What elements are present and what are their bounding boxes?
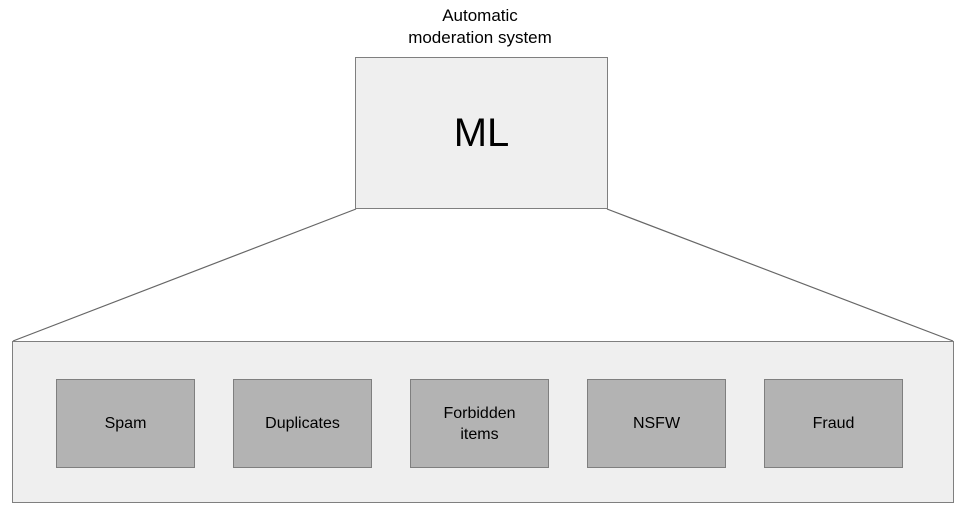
- diagram-title: Automatic moderation system: [408, 6, 552, 47]
- ml-node-label: ML: [453, 111, 510, 155]
- category-label: NSFW: [632, 415, 681, 432]
- category-box-fraud[interactable]: Fraud: [764, 379, 903, 468]
- category-container: Spam Duplicates Forbidden items NSFW Fra…: [12, 341, 954, 503]
- connector-left-line: [12, 208, 357, 342]
- category-box-duplicates[interactable]: Duplicates: [233, 379, 372, 468]
- category-label: Fraud: [812, 415, 855, 432]
- category-label: Forbidden items: [443, 404, 516, 443]
- category-box-spam[interactable]: Spam: [56, 379, 195, 468]
- ml-node[interactable]: ML: [355, 57, 608, 209]
- category-box-forbidden-items[interactable]: Forbidden items: [410, 379, 549, 468]
- category-label: Spam: [104, 415, 147, 432]
- category-box-nsfw[interactable]: NSFW: [587, 379, 726, 468]
- connector-right-line: [606, 208, 954, 342]
- category-label: Duplicates: [265, 415, 340, 432]
